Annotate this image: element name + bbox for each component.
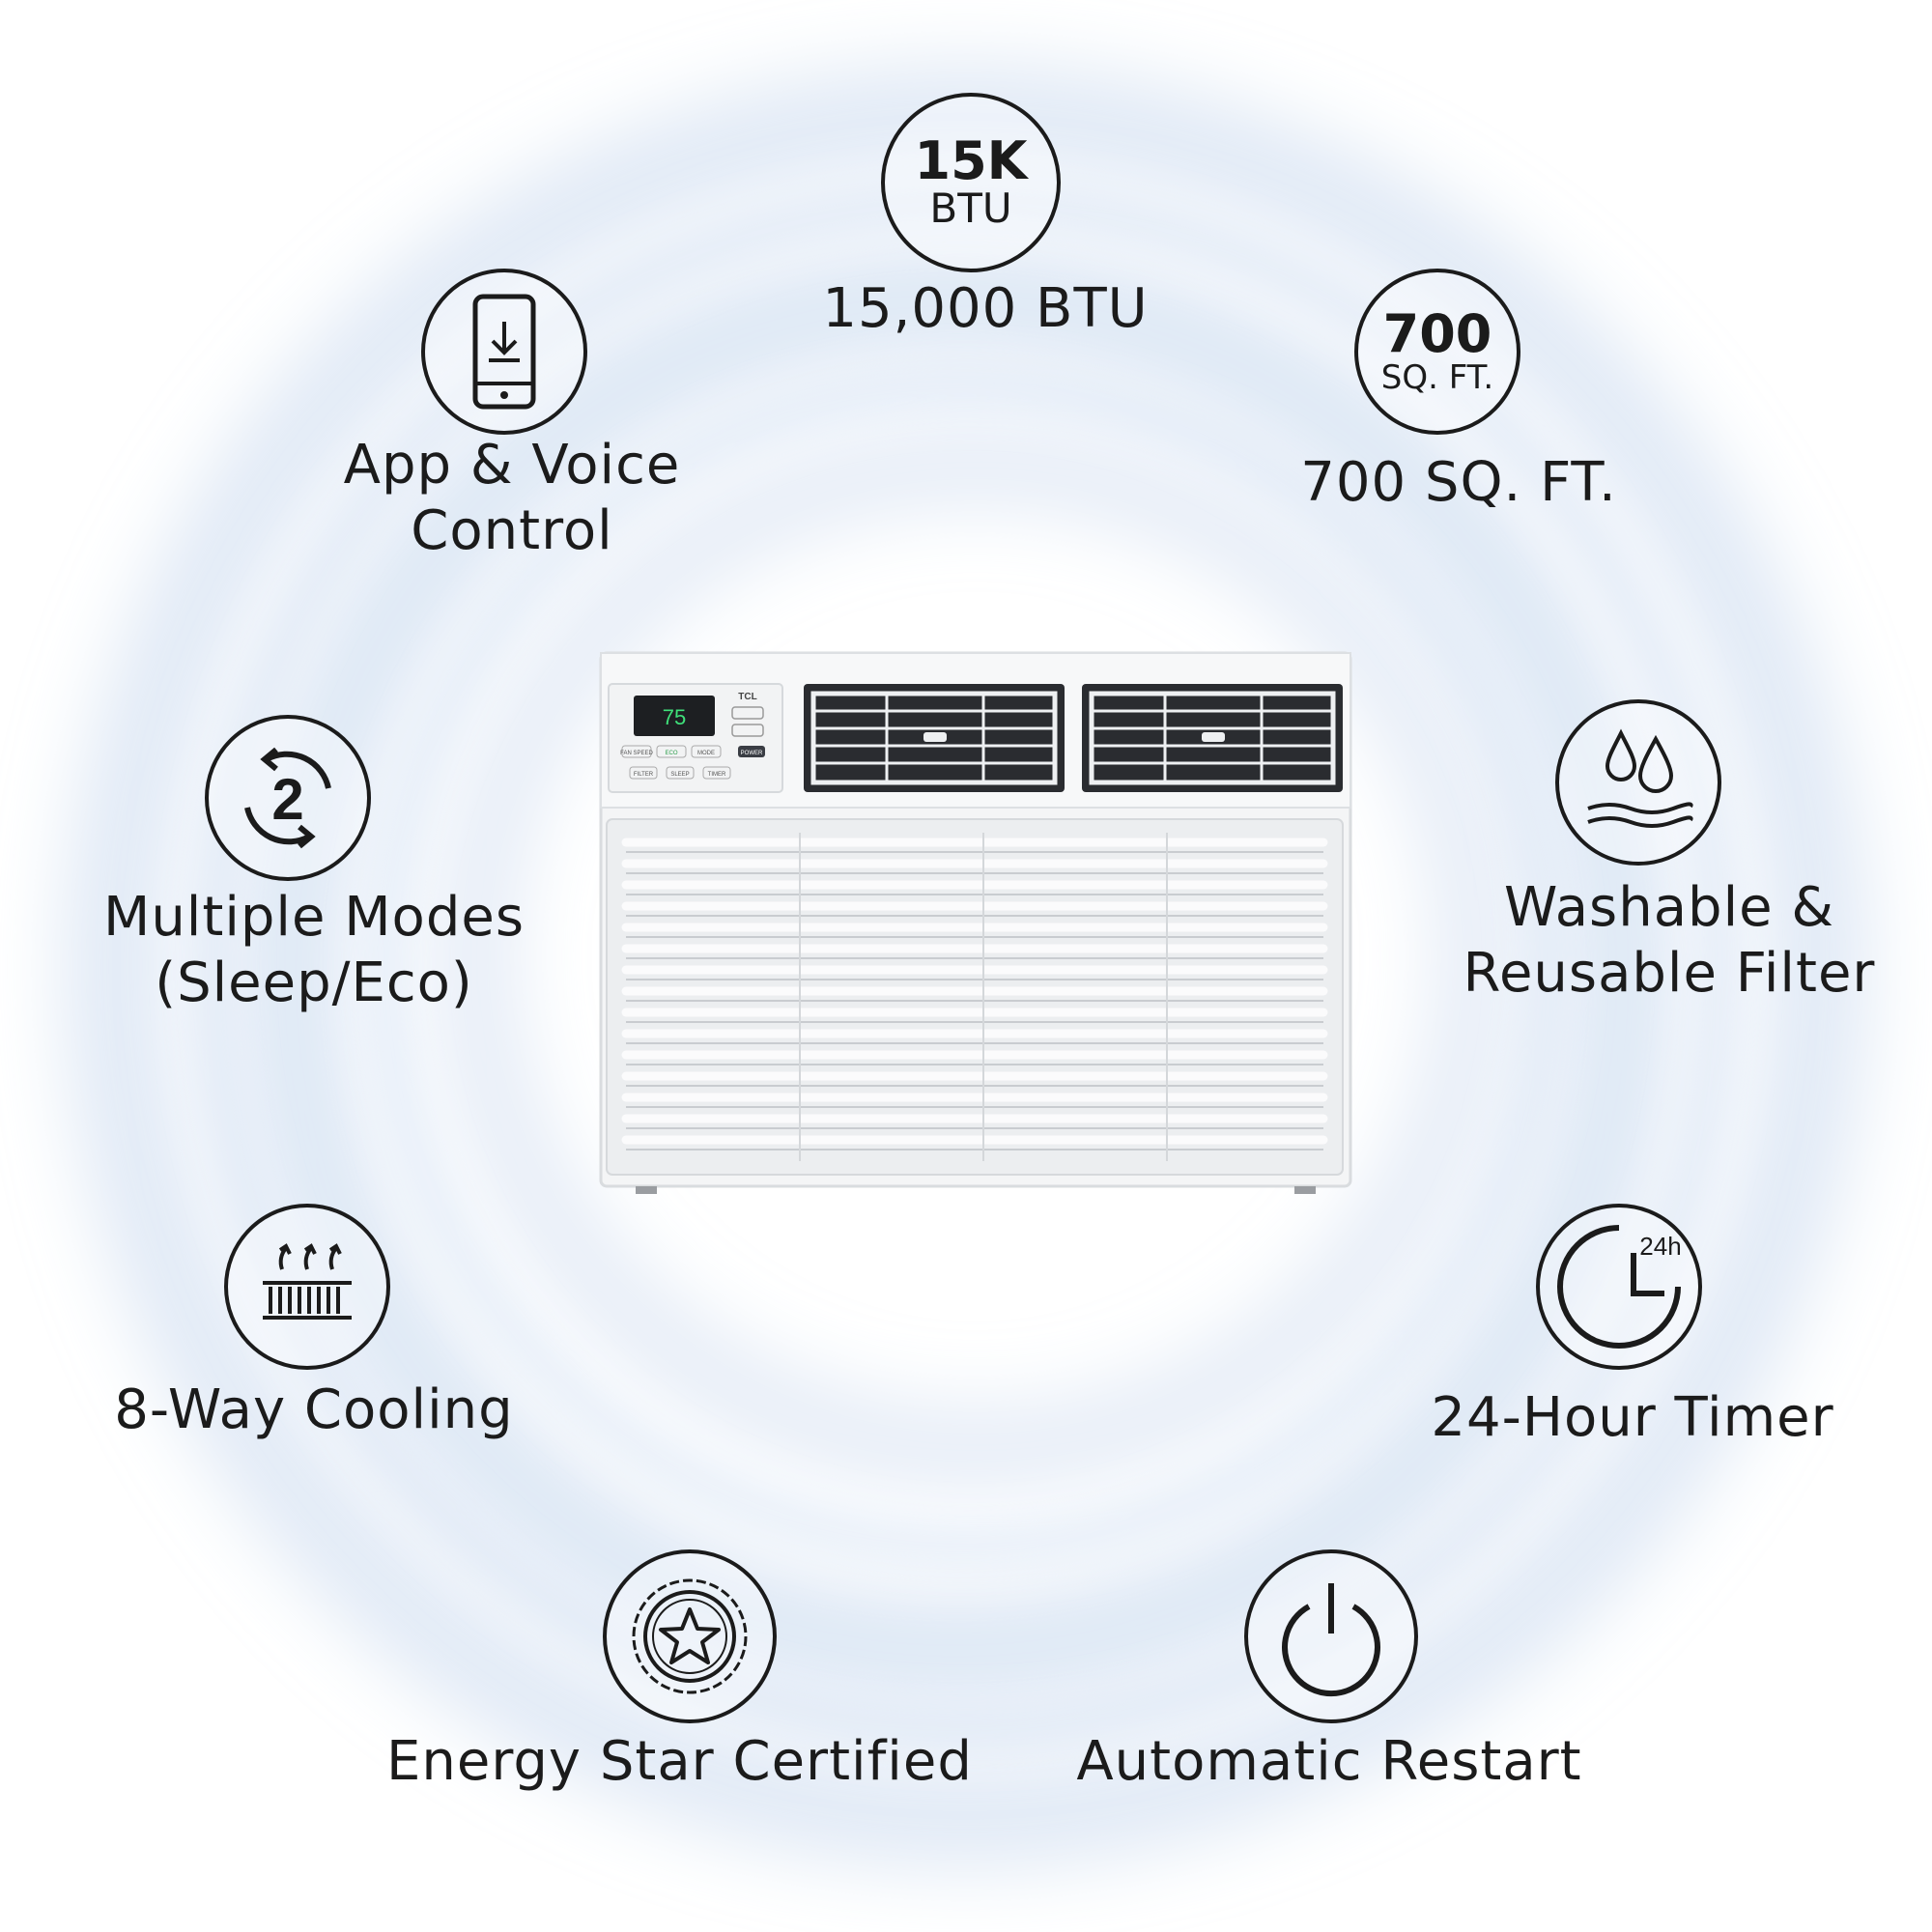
ac-button-eco: ECO (665, 751, 677, 756)
btu-label: 15,000 BTU (822, 277, 1149, 340)
app-voice-label-line2: Control (411, 499, 613, 562)
modes-label: Multiple Modes (Sleep/Eco) (97, 885, 531, 1016)
timer-label: 24-Hour Timer (1431, 1386, 1834, 1449)
area-badge-value: 700 (1382, 303, 1492, 364)
modes-label-line1: Multiple Modes (103, 886, 525, 949)
cooling-label: 8-Way Cooling (114, 1378, 514, 1441)
air-flow-vent-icon (224, 1204, 390, 1370)
power-icon (1244, 1549, 1418, 1723)
ac-button-timer: TIMER (708, 772, 726, 778)
ac-brand: TCL (738, 692, 756, 702)
air-conditioner-image: 75 TCL FAN SPEED ECO MODE POWER FILTER S… (599, 651, 1352, 1194)
ac-button-sleep: SLEEP (670, 772, 689, 778)
ac-button-filter: FILTER (634, 772, 654, 778)
modes-label-line2: (Sleep/Eco) (155, 952, 473, 1014)
restart-label: Automatic Restart (1076, 1730, 1582, 1793)
clock-icon: 24h (1536, 1204, 1702, 1370)
water-drops-icon (1555, 699, 1721, 866)
ac-button-fan: FAN SPEED (620, 751, 653, 756)
btu-badge-icon: 15K BTU (881, 93, 1061, 272)
ac-button-mode: MODE (697, 751, 715, 756)
area-label: 700 SQ. FT. (1300, 451, 1617, 514)
energy-label: Energy Star Certified (386, 1730, 973, 1793)
area-badge-icon: 700 SQ. FT. (1354, 269, 1520, 435)
timer-icon-text: 24h (1639, 1232, 1681, 1261)
star-badge-icon (603, 1549, 777, 1723)
ac-button-power: POWER (741, 751, 763, 756)
area-badge-unit: SQ. FT. (1380, 358, 1494, 397)
filter-label-line2: Reusable Filter (1463, 942, 1876, 1005)
cycle-arrows-icon: 2 (205, 715, 371, 881)
app-voice-label-line1: App & Voice (343, 434, 681, 497)
app-voice-label: App & Voice Control (319, 433, 705, 564)
smartphone-download-icon (421, 269, 587, 435)
filter-label: Washable & Reusable Filter (1457, 875, 1882, 1007)
btu-badge-unit: BTU (929, 185, 1012, 232)
modes-icon-number: 2 (271, 767, 303, 832)
filter-label-line1: Washable & (1503, 876, 1835, 939)
ac-display-temp: 75 (663, 705, 686, 729)
btu-badge-value: 15K (914, 130, 1028, 191)
